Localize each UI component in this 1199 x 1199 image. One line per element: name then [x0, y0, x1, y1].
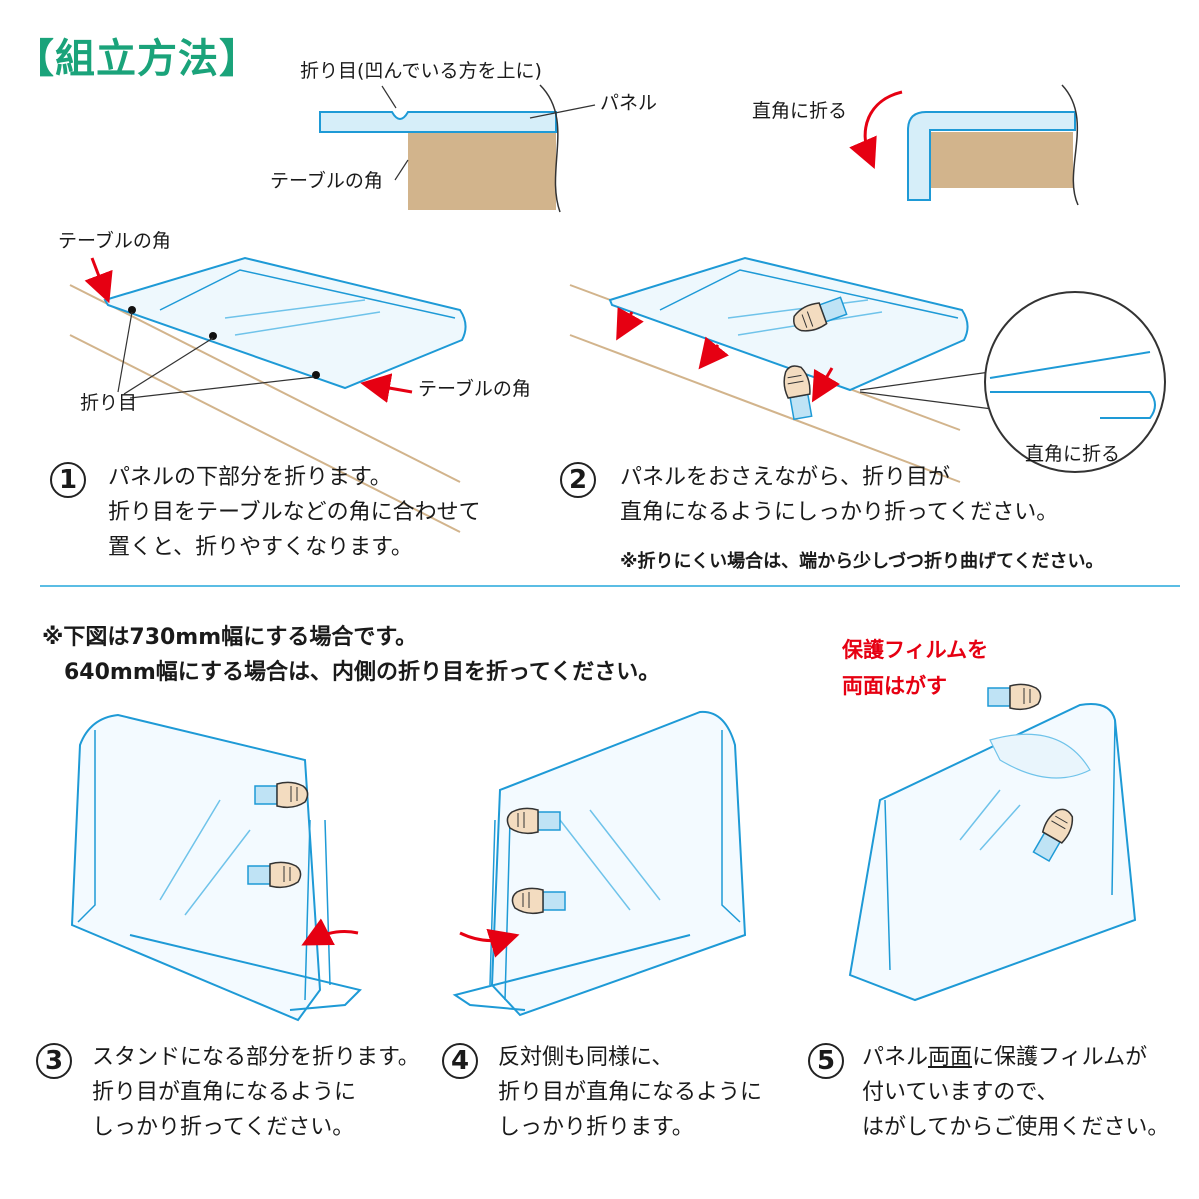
- step2-text-line: 直角になるようにしっかり折ってください。: [620, 500, 1059, 525]
- step1-text-line: 置くと、折りやすくなります。: [108, 535, 413, 560]
- section-divider: [40, 585, 1180, 587]
- lower-note-line: 640mm幅にする場合は、内側の折り目を折ってください。: [64, 660, 661, 685]
- step3-illustration: [70, 713, 362, 1022]
- step4-illustration: [452, 710, 747, 1017]
- fold-label-top: 折り目(凹んでいる方を上に): [300, 60, 542, 82]
- step5-text-c: に保護フィルムが: [972, 1045, 1148, 1070]
- film-note-line: 両面はがす: [842, 674, 947, 698]
- step1-table-corner-top: テーブルの角: [58, 230, 171, 252]
- step5-text: パネル両面に保護フィルムが 付いていますので、 はがしてからご使用ください。: [862, 1040, 1169, 1145]
- step5-text-b: 両面: [928, 1045, 973, 1070]
- film-note-line: 保護フィルムを: [842, 638, 989, 662]
- page-title: 【組立方法】: [14, 36, 260, 82]
- film-note: 保護フィルムを 両面はがす: [842, 632, 988, 704]
- step4-text-line: 折り目が直角になるように: [498, 1080, 763, 1105]
- step1-table-corner-right: テーブルの角: [418, 378, 531, 400]
- step2-zoom-label: 直角に折る: [1025, 443, 1121, 465]
- step4-text: 反対側も同様に、 折り目が直角になるように しっかり折ります。: [498, 1040, 762, 1145]
- step5-illustration: [848, 683, 1137, 1002]
- right-angle-label-top: 直角に折る: [752, 100, 848, 122]
- step1-text: パネルの下部分を折ります。 折り目をテーブルなどの角に合わせて 置くと、折りやす…: [108, 460, 481, 565]
- top-diagram-folded: [849, 84, 1079, 206]
- step4-text-line: 反対側も同様に、: [498, 1045, 674, 1070]
- step3-text-line: 折り目が直角になるように: [92, 1080, 357, 1105]
- step3-text-line: しっかり折ってください。: [92, 1115, 355, 1140]
- table-corner-label-top: テーブルの角: [270, 170, 383, 192]
- step1-fold-label: 折り目: [80, 392, 138, 414]
- step1-text-line: パネルの下部分を折ります。: [108, 465, 392, 490]
- step5-text-line: 付いていますので、: [862, 1080, 1059, 1105]
- lower-note: ※下図は730mm幅にする場合です。 640mm幅にする場合は、内側の折り目を折…: [42, 620, 660, 690]
- step2-illustration: [569, 256, 1166, 483]
- step1-text-line: 折り目をテーブルなどの角に合わせて: [108, 500, 481, 525]
- step1-number: 1: [50, 462, 86, 498]
- step3-text-line: スタンドになる部分を折ります。: [92, 1045, 420, 1070]
- step2-text-line: パネルをおさえながら、折り目が: [620, 465, 951, 490]
- top-diagram-flat: [319, 84, 596, 213]
- step1-illustration: [69, 256, 467, 533]
- step2-number: 2: [560, 462, 596, 498]
- step4-number: 4: [442, 1043, 478, 1079]
- step5-text-line: パネル両面に保護フィルムが: [862, 1040, 1169, 1075]
- step3-number: 3: [36, 1043, 72, 1079]
- step5-text-a: パネル: [862, 1045, 929, 1070]
- step2-text: パネルをおさえながら、折り目が 直角になるようにしっかり折ってください。: [620, 460, 1058, 530]
- step2-note: ※折りにくい場合は、端から少しづつ折り曲げてください。: [620, 551, 1104, 572]
- step5-number: 5: [808, 1043, 844, 1079]
- lower-note-line: ※下図は730mm幅にする場合です。: [42, 625, 418, 650]
- step3-text: スタンドになる部分を折ります。 折り目が直角になるように しっかり折ってください…: [92, 1040, 420, 1145]
- panel-label: パネル: [600, 92, 658, 114]
- step4-text-line: しっかり折ります。: [498, 1115, 694, 1140]
- step5-text-line: はがしてからご使用ください。: [862, 1115, 1170, 1140]
